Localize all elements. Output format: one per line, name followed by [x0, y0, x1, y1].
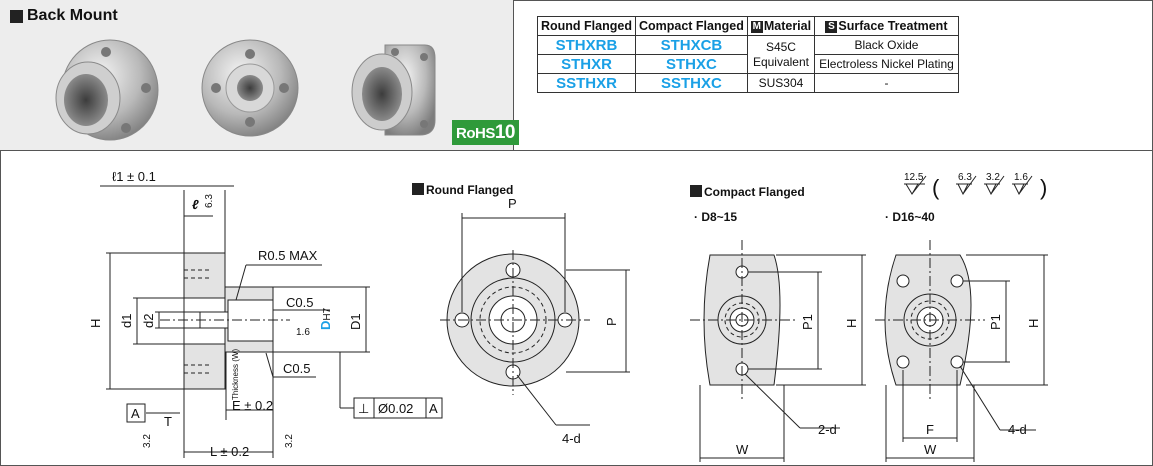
cell-surface: Electroless Nickel Plating [814, 54, 959, 74]
cell-surface: Black Oxide [814, 35, 959, 55]
product-photo-panel: Back Mount [0, 0, 519, 151]
product-photos [55, 39, 436, 141]
front-view-photo [201, 39, 299, 137]
surface-badge-icon: S [825, 20, 838, 33]
compact-flanged-photo [351, 44, 436, 136]
cell-round-code: STHXR [537, 54, 636, 74]
round-flanged-photo [55, 39, 159, 141]
material-badge-icon: M [750, 20, 763, 33]
table-row: STHXR STHXC Electroless Nickel Plating [537, 54, 959, 74]
title-square-icon [10, 9, 23, 23]
section-title: Back Mount [10, 7, 118, 25]
cell-compact-code: STHXC [634, 54, 748, 74]
header-round: Round Flanged [537, 16, 636, 36]
header-compact: Compact Flanged [634, 16, 748, 36]
section-divider [513, 150, 1153, 151]
cell-surface: - [814, 73, 959, 93]
cell-round-code: SSTHXR [537, 73, 636, 93]
cell-round-code: STHXRB [537, 35, 636, 55]
table-row: SSTHXR SSTHXC SUS304 - [537, 73, 959, 93]
rohs-badge: RoHS10 [452, 120, 519, 145]
cell-compact-code: SSTHXC [634, 73, 748, 93]
cell-compact-code: STHXCB [634, 35, 748, 55]
cell-material: SUS304 [746, 73, 816, 93]
